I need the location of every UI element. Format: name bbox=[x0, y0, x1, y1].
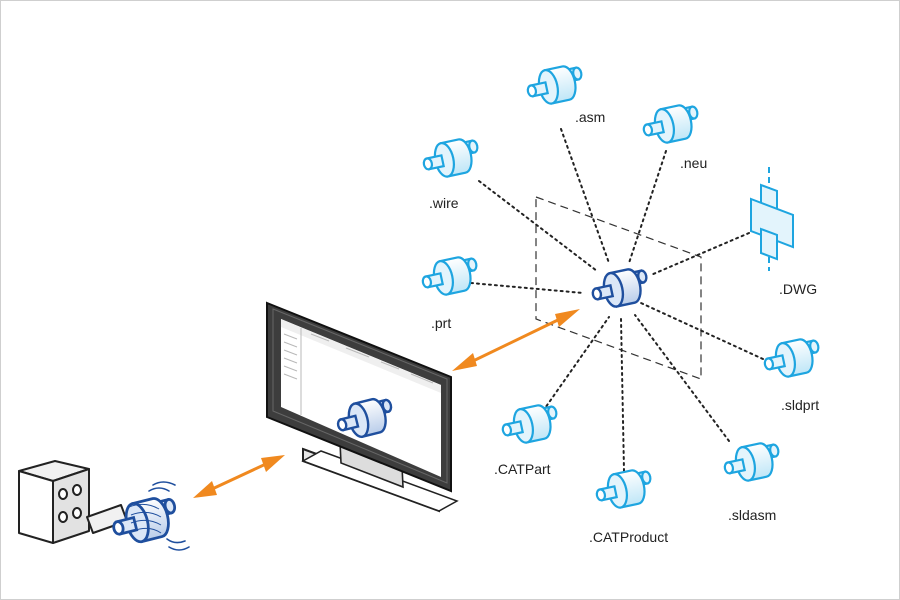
label-sldprt: .sldprt bbox=[781, 397, 820, 413]
connector-dwg bbox=[650, 232, 750, 276]
label-sldasm: .sldasm bbox=[728, 507, 777, 523]
dashed-plane bbox=[535, 196, 702, 380]
asm-part-icon bbox=[523, 61, 588, 109]
wire-part-icon bbox=[419, 134, 484, 182]
label-neu: .neu bbox=[680, 155, 708, 171]
cnc-machine-icon bbox=[18, 460, 128, 544]
connector-asm bbox=[560, 128, 610, 264]
monitor-icon bbox=[266, 301, 459, 513]
connector-sldprt bbox=[640, 302, 764, 360]
connector-catproduct bbox=[620, 318, 625, 472]
arrow-monitor-machine bbox=[193, 455, 285, 498]
connector-prt bbox=[470, 282, 584, 294]
connector-catpart bbox=[542, 316, 610, 412]
connector-lines bbox=[470, 128, 764, 472]
prt-part-icon bbox=[418, 252, 483, 300]
label-catproduct: .CATProduct bbox=[589, 529, 669, 545]
label-catpart: .CATPart bbox=[494, 461, 551, 477]
label-prt: .prt bbox=[431, 315, 452, 331]
catproduct-part-icon bbox=[592, 465, 657, 513]
dwg-drawing-icon bbox=[750, 167, 794, 271]
connector-sldasm bbox=[634, 314, 730, 442]
neu-part-icon bbox=[639, 100, 704, 148]
catpart-part-icon bbox=[498, 400, 563, 448]
connector-wire bbox=[478, 180, 598, 272]
label-wire: .wire bbox=[429, 195, 459, 211]
label-asm: .asm bbox=[575, 109, 606, 125]
label-dwg: .DWG bbox=[779, 281, 818, 297]
sldasm-part-icon bbox=[720, 438, 785, 486]
connector-neu bbox=[628, 150, 667, 264]
sldprt-part-icon bbox=[760, 334, 825, 382]
machined-part-icon bbox=[107, 481, 190, 551]
arrow-hub-monitor bbox=[452, 309, 580, 371]
